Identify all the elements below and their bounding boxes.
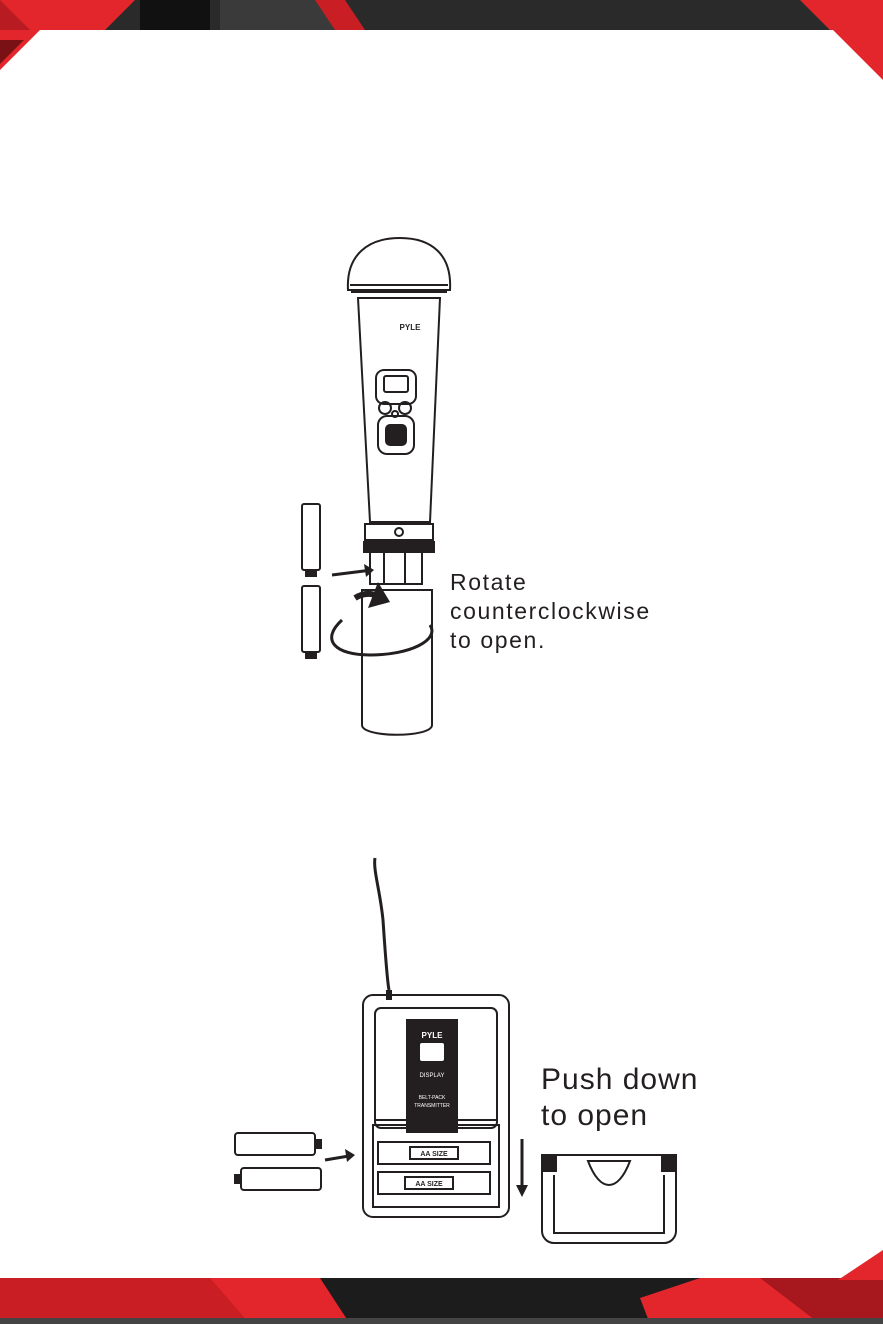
battery-door [542,1155,676,1243]
battery-door-illustration [510,1135,690,1250]
antenna [375,858,389,990]
beltpack-transmitter-illustration: PYLE DISPLAY BELT-PACK TRANSMITTER AA SI… [225,850,545,1220]
device-label-line2: TRANSMITTER [414,1103,450,1109]
battery-cover-tube [362,590,432,735]
display-label: DISPLAY [420,1073,445,1079]
loose-battery-1 [235,1133,315,1155]
battery-aa-2 [302,586,320,652]
mic-brand-logo: PYLE [400,323,422,332]
handheld-microphone-illustration: PYLE [280,230,460,750]
top-right-corner-accent [833,30,883,80]
bottom-right-corner-accent [808,1250,883,1280]
device-label-line1: BELT-PACK [419,1095,446,1101]
loose-battery-2 [241,1168,321,1190]
microphone-grille [348,238,450,290]
rotate-instruction-caption: Rotate counterclockwise to open. [450,568,651,655]
battery-aa-1 [302,504,320,570]
bottom-decorative-band [0,1278,883,1324]
push-instruction-caption: Push down to open [541,1062,698,1134]
top-left-corner-accent [0,30,60,80]
beltpack-brand-logo: PYLE [422,1031,444,1040]
top-decorative-band [0,0,883,30]
battery-label-bottom: AA SIZE [415,1181,443,1188]
battery-label-top: AA SIZE [420,1151,448,1158]
